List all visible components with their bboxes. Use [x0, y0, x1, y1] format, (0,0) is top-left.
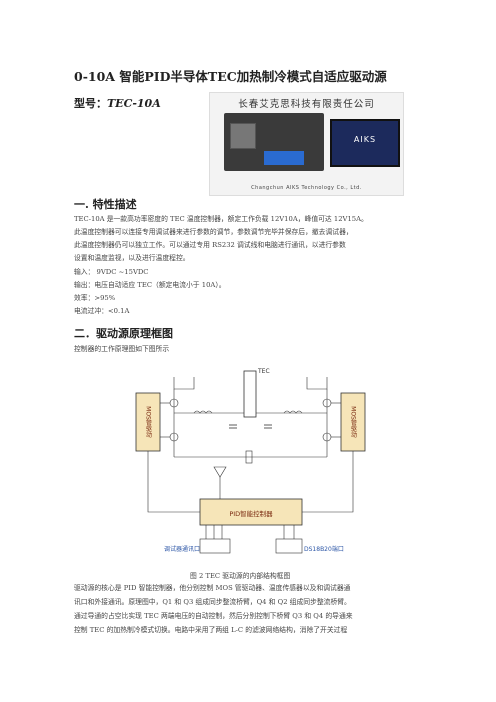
- lcd-text: AIKS: [353, 135, 377, 144]
- spec-overshoot: 电流过冲：<0.1A: [74, 307, 130, 315]
- section2-intro: 控制器的工作原理图如下图所示: [74, 345, 170, 353]
- tec-element: [243, 370, 257, 418]
- section1-desc-line-2: 此温度控制器可以连接专用调试器来进行参数的调节，参数调节完毕并保存后，撤去调试器…: [74, 228, 353, 236]
- model-line: 型号：TEC-10A: [74, 95, 161, 111]
- section1-heading: 一. 特性描述: [74, 198, 137, 211]
- section1-desc-line-4: 设置和温度监视，以及进行温度程控。: [74, 254, 190, 262]
- mos-driver-left: [135, 392, 161, 452]
- figure-caption: 图 2 TEC 驱动源的内部结构框图: [190, 572, 291, 580]
- pid-controller: [199, 498, 303, 526]
- block-diagram: MOS管驱动 MOS管驱动 TEC: [134, 367, 367, 563]
- terminal-block-shape: [264, 151, 304, 165]
- pid-controller-label: PID智能控制器: [229, 509, 273, 518]
- spec-output: 输出：电压自动适应 TEC（额定电流小于 10A）。: [74, 281, 226, 289]
- body-line-3: 通过导通的占空比实现 TEC 两端电压的自动控制，然后分别控制下桥臂 Q3 和 …: [74, 612, 353, 620]
- mos-driver-right-label: MOS管驱动: [350, 406, 357, 439]
- body-line-1: 驱动源的核心是 PID 智能控制器，他分别控制 MOS 管驱动器、温度传感器以及…: [74, 584, 351, 592]
- heatsink-shape: [230, 123, 256, 149]
- model-label: 型号：: [74, 97, 107, 110]
- section1-desc-line-1: TEC-10A 是一款高功率密度的 TEC 温度控制器，额定工作负载 12V10…: [74, 215, 368, 223]
- spec-input: 输入： 9VDC ~15VDC: [74, 268, 149, 276]
- lcd-display: AIKS: [330, 119, 400, 167]
- body-line-2: 讯口和外接通讯。原理图中，Q1 和 Q3 组成同步整流桥臂，Q4 和 Q2 组成…: [74, 598, 351, 606]
- model-value: TEC-10A: [107, 97, 161, 110]
- circuit-board-image: [224, 113, 324, 171]
- photo-company-en: Changchun AIKS Technology Co., Ltd.: [251, 185, 362, 191]
- section2-heading: 二．驱动源原理框图: [74, 327, 173, 340]
- page-title: 0-10A 智能PID半导体TEC加热制冷模式自适应驱动源: [74, 69, 387, 84]
- debug-port-label: 调试器通讯口: [164, 545, 200, 553]
- photo-company-cn: 长春艾克思科技有限责任公司: [238, 99, 375, 110]
- debug-port-connector: [199, 538, 231, 554]
- ds-port-connector: [275, 538, 303, 554]
- ds-port-label: DS18B20端口: [304, 545, 344, 553]
- mos-driver-right: [340, 392, 366, 452]
- body-line-4: 控制 TEC 的加热制冷模式切换。电路中采用了两组 L-C 的滤波网络结构，消除…: [74, 626, 348, 634]
- tec-label: TEC: [257, 368, 270, 375]
- block-diagram-svg: MOS管驱动 MOS管驱动 TEC: [135, 368, 366, 554]
- section1-desc-line-3: 此温度控制器仍可以独立工作。可以通过专用 RS232 调试线和电脑进行通讯，以进…: [74, 241, 346, 249]
- product-photo: 长春艾克思科技有限责任公司 AIKS Changchun AIKS Techno…: [209, 92, 404, 196]
- mos-driver-left-label: MOS管驱动: [145, 406, 152, 439]
- spec-efficiency: 效率：>95%: [74, 294, 116, 302]
